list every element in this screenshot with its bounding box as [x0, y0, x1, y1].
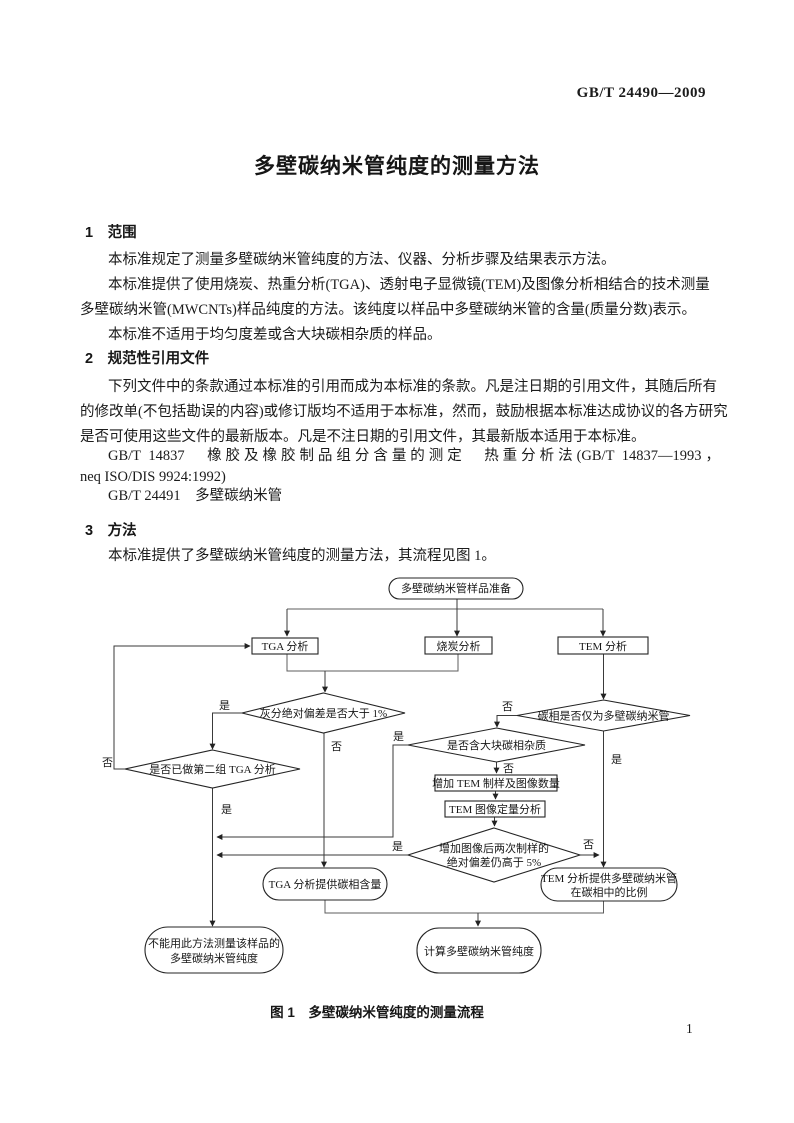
section-3-heading: 3 方法 [85, 523, 137, 539]
connector-merge-tga-burn [286, 654, 459, 672]
node-start-label: 多壁碳纳米管样品准备 [401, 581, 511, 595]
node-tem-quantitative-analysis [444, 800, 546, 818]
terminal-calculate-label: 计算多壁碳纳米管纯度 [424, 944, 534, 958]
decision-ash-label: 灰分绝对偏差是否大于 1% [260, 706, 387, 720]
terminal-tem-result-line1: TEM 分析提供多壁碳纳米管 [541, 871, 677, 885]
edge-d-ash-yes [209, 712, 242, 750]
body-line: 本标准规定了测量多壁碳纳米管纯度的方法、仪器、分析步骤及结果表示方法。 [108, 252, 616, 268]
decision-second-tga [124, 749, 301, 789]
decision-dev5-label-line2: 绝对偏差仍高于 5% [447, 855, 541, 869]
edge-d-carbon-only-no [494, 715, 517, 728]
terminal-tga-result-label: TGA 分析提供碳相含量 [269, 877, 382, 891]
node-tem-analysis [557, 636, 649, 655]
label-d-ash-no: 否 [331, 741, 342, 753]
connector-merge-results [324, 900, 604, 914]
label-d-bulk-yes: 是 [393, 730, 404, 743]
node-add-tem-images [434, 774, 558, 792]
figure-caption: 图 1 多壁碳纳米管纯度的测量流程 [270, 1005, 484, 1020]
node-add-tem-images-label: 增加 TEM 制样及图像数量 [432, 776, 560, 790]
label-d-second-tga-no: 否 [102, 757, 113, 769]
decision-second-tga-label: 是否已做第二组 TGA 分析 [149, 762, 276, 776]
node-tem-quant-label: TEM 图像定量分析 [449, 802, 541, 816]
label-d-dev5-yes: 是 [392, 840, 403, 853]
label-d-bulk-no: 否 [503, 763, 514, 775]
decision-deviation-over-5pct [406, 827, 582, 883]
label-d-second-tga-yes: 是 [221, 803, 232, 816]
terminal-tem-result [540, 867, 678, 902]
terminal-cannot-measure [144, 926, 284, 974]
terminal-tga-result [262, 867, 388, 901]
section-2-heading: 2 规范性引用文件 [85, 351, 210, 367]
node-start [388, 577, 524, 600]
node-burn-analysis [424, 636, 493, 655]
reference-line: GB/T 24491 多壁碳纳米管 [108, 488, 283, 504]
body-line: 本标准不适用于均匀度差或含大块碳相杂质的样品。 [108, 327, 442, 343]
decision-carbon-only-label: 碳相是否仅为多壁碳纳米管 [538, 709, 670, 723]
node-tga-analysis [251, 637, 319, 655]
standard-code-header: GB/T 24490—2009 [576, 85, 706, 101]
body-line: 本标准提供了使用烧炭、热重分析(TGA)、透射电子显微镜(TEM)及图像分析相结… [108, 277, 710, 293]
decision-carbon-only-mwcnt [516, 699, 691, 732]
edge-d-second-tga-no-loop [113, 643, 251, 770]
label-d-carbon-only-no: 否 [502, 701, 513, 713]
terminal-cannot-measure-line2: 多壁碳纳米管纯度 [170, 951, 258, 965]
label-d-ash-yes: 是 [219, 699, 230, 712]
node-burn-label: 烧炭分析 [437, 639, 481, 653]
terminal-tem-result-line2: 在碳相中的比例 [571, 885, 648, 899]
decision-ash-deviation [241, 692, 406, 734]
body-line: 的修改单(不包括勘误的内容)或修订版均不适用于本标准，然而，鼓励根据本标准达成协… [80, 404, 728, 420]
page-number: 1 [686, 1021, 693, 1036]
section-1-heading: 1 范围 [85, 225, 137, 241]
body-line: 本标准提供了多壁碳纳米管纯度的测量方法，其流程见图 1。 [108, 548, 496, 564]
label-d-carbon-only-yes: 是 [611, 753, 622, 766]
body-line: 多壁碳纳米管(MWCNTs)样品纯度的方法。该纯度以样品中多壁碳纳米管的含量(质… [80, 302, 697, 318]
body-line: 下列文件中的条款通过本标准的引用而成为本标准的条款。凡是注日期的引用文件，其随后… [108, 379, 717, 395]
reference-line: neq ISO/DIS 9924:1992) [80, 469, 226, 485]
flowchart-figure-1: 多壁碳纳米管样品准备 TGA 分析 烧炭分析 TEM 分析 灰分绝对偏差是否大于… [102, 577, 691, 974]
terminal-cannot-measure-line1: 不能用此方法测量该样品的 [148, 936, 280, 950]
label-d-dev5-no: 否 [583, 839, 594, 851]
terminal-calculate-purity [416, 927, 542, 974]
decision-dev5-label-line1: 增加图像后两次制样的 [439, 841, 549, 855]
node-tga-label: TGA 分析 [262, 639, 309, 653]
node-tem-label: TEM 分析 [579, 639, 627, 653]
document-title: 多壁碳纳米管纯度的测量方法 [254, 155, 540, 178]
decision-bulk-carbon-impurity [407, 727, 586, 763]
body-line: 是否可使用这些文件的最新版本。凡是不注日期的引用文件，其最新版本适用于本标准。 [80, 429, 646, 445]
decision-bulk-label: 是否含大块碳相杂质 [447, 738, 546, 752]
edge-d-bulk-yes [216, 744, 408, 840]
reference-line: GB/T 14837 橡胶及橡胶制品组分含量的测定 热重分析法(GB/T 148… [108, 448, 720, 464]
